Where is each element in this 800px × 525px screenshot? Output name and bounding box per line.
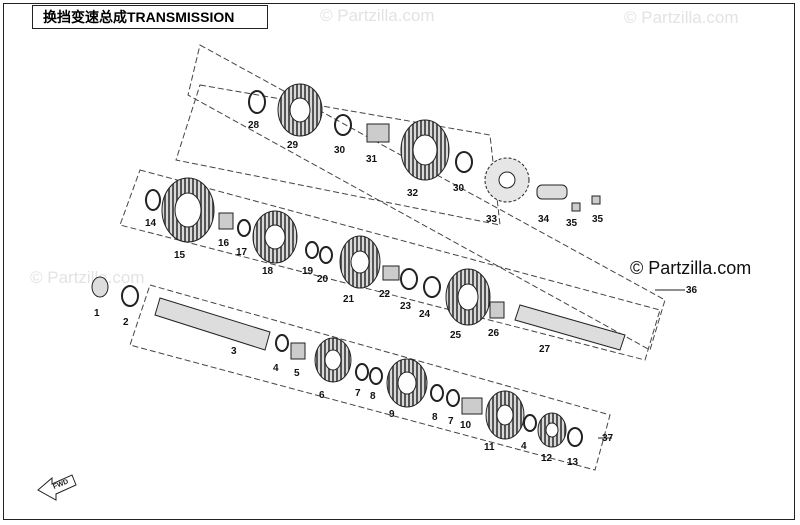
- callout-23: 23: [400, 301, 412, 312]
- callout-8b: 8: [432, 412, 438, 423]
- outline-output-shaft-group: [187, 44, 666, 351]
- callout-26: 26: [488, 328, 500, 339]
- callout-1: 1: [94, 308, 100, 319]
- part-34-plate: [536, 184, 568, 200]
- callout-28: 28: [248, 120, 260, 131]
- outline-main-assembly: [119, 169, 661, 361]
- callout-24: 24: [419, 309, 431, 320]
- part-5-bearing: [290, 342, 306, 360]
- callout-34: 34: [538, 214, 550, 225]
- diagram-title: 换挡变速总成TRANSMISSION: [32, 5, 268, 29]
- callout-36: 36: [686, 285, 698, 296]
- part-14-washer: [145, 189, 161, 211]
- part-28-washer: [248, 90, 266, 114]
- part-30b-washer: [455, 151, 473, 173]
- callout-31: 31: [366, 154, 378, 165]
- part-13-washer: [567, 427, 583, 447]
- callout-5: 5: [294, 368, 300, 379]
- callout-33: 33: [486, 214, 498, 225]
- callout-11: 11: [484, 442, 495, 453]
- outline-countershaft-upper: [175, 84, 501, 226]
- part-30-washer: [334, 114, 352, 136]
- watermark-top-right: © Partzilla.com: [624, 8, 739, 27]
- callout-29: 29: [287, 140, 299, 151]
- callout-labels: 1 2 3 4 5 6 7 8 9 8 7 10 11 4 12 13 37 1…: [94, 120, 698, 468]
- part-29-gear: [277, 83, 323, 137]
- part-21-gear: [339, 235, 381, 289]
- part-6-gear: [314, 337, 352, 383]
- part-7-washer: [355, 363, 369, 381]
- part-17-washer: [237, 219, 251, 237]
- outline-input-shaft-group: [129, 284, 611, 471]
- part-7b-washer: [446, 389, 460, 407]
- callout-21: 21: [343, 294, 355, 305]
- part-33-sprocket: [484, 157, 530, 203]
- callout-2: 2: [123, 317, 129, 328]
- part-25-gear: [445, 268, 491, 326]
- callout-14: 14: [145, 218, 157, 229]
- part-35b-bolt: [591, 195, 601, 205]
- callout-12: 12: [541, 453, 553, 464]
- callout-18: 18: [262, 266, 274, 277]
- callout-16: 16: [218, 238, 230, 249]
- callout-7b: 7: [448, 416, 454, 427]
- callout-27: 27: [539, 344, 551, 355]
- part-4-washer: [275, 334, 289, 352]
- callout-22: 22: [379, 289, 391, 300]
- fwd-arrow-icon: FWD: [37, 474, 77, 501]
- part-26-bearing: [489, 301, 505, 319]
- part-10-bearing: [461, 397, 483, 415]
- watermark-left: © Partzilla.com: [30, 268, 145, 287]
- part-18-gear: [252, 210, 298, 264]
- part-20-washer: [319, 246, 333, 264]
- diagram-frame: [3, 3, 795, 520]
- part-8-clip: [369, 367, 383, 385]
- callout-37: 37: [602, 433, 614, 444]
- part-2-washer: [121, 285, 139, 307]
- watermark-top: © Partzilla.com: [320, 6, 435, 25]
- part-8b-clip: [430, 384, 444, 402]
- part-24-washer: [423, 276, 441, 298]
- watermark-right: © Partzilla.com: [630, 258, 752, 278]
- part-32-gear: [400, 119, 450, 181]
- part-27-shaft: [514, 304, 626, 351]
- callout-10: 10: [460, 420, 472, 431]
- part-19-washer: [305, 241, 319, 259]
- part-15-gear: [161, 177, 215, 243]
- callout-8: 8: [370, 391, 376, 402]
- callout-13: 13: [567, 457, 579, 468]
- callout-30: 30: [334, 145, 346, 156]
- part-31-bearing: [366, 123, 390, 143]
- group-outline-shafts: [119, 44, 666, 471]
- part-23-washer: [400, 268, 418, 290]
- callout-20: 20: [317, 274, 329, 285]
- callout-4b: 4: [521, 441, 527, 452]
- callout-15: 15: [174, 250, 186, 261]
- callout-3: 3: [231, 346, 237, 357]
- callout-9: 9: [389, 409, 395, 420]
- part-3-main-shaft: [154, 297, 271, 351]
- callout-35b: 35: [592, 214, 604, 225]
- part-12-gear: [537, 412, 567, 448]
- part-4b-washer: [523, 414, 537, 432]
- part-9-gear: [386, 358, 428, 408]
- part-35-bolt: [571, 202, 581, 212]
- callout-32: 32: [407, 188, 419, 199]
- part-1-nut: [91, 276, 109, 298]
- callout-7: 7: [355, 388, 361, 399]
- callout-35: 35: [566, 218, 578, 229]
- part-11-gear: [485, 390, 525, 440]
- callout-17: 17: [236, 247, 248, 258]
- part-22-bearing: [382, 265, 400, 281]
- callout-6: 6: [319, 390, 325, 401]
- callout-30b: 30: [453, 183, 465, 194]
- callout-4: 4: [273, 363, 279, 374]
- callout-25: 25: [450, 330, 462, 341]
- part-16-bearing: [218, 212, 234, 230]
- callout-19: 19: [302, 266, 314, 277]
